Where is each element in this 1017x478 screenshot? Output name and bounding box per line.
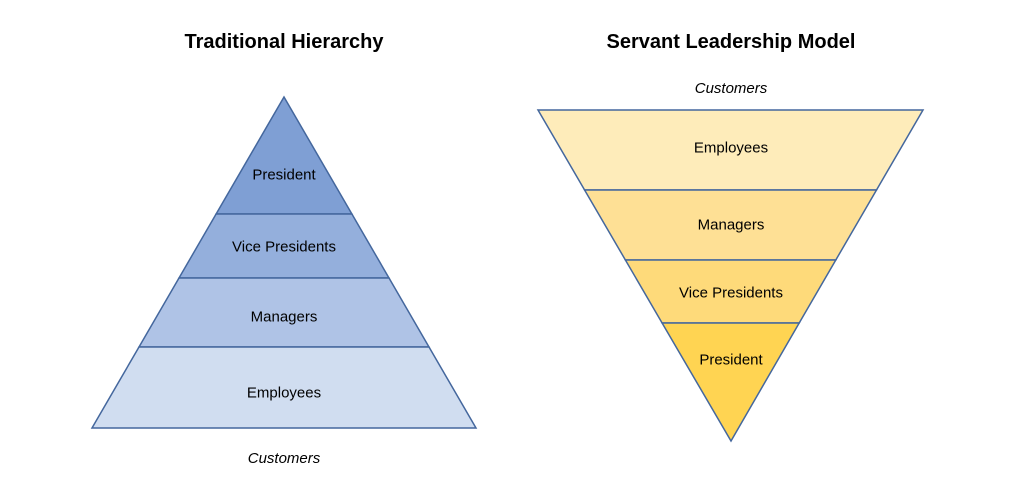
traditional-pyramid xyxy=(90,95,478,429)
servant-customers-label: Customers xyxy=(694,80,768,97)
servant-inverted-pyramid xyxy=(536,109,925,443)
inverted-label-vice-presidents: Vice Presidents xyxy=(679,284,783,302)
traditional-hierarchy-title: Traditional Hierarchy xyxy=(184,31,384,53)
pyramid-label-managers: Managers xyxy=(250,308,318,326)
pyramid-label-employees: Employees xyxy=(246,384,322,402)
pyramid-label-president: President xyxy=(252,166,316,184)
inverted-layer-president xyxy=(660,322,801,443)
inverted-label-managers: Managers xyxy=(697,216,765,234)
pyramid-layer-employees xyxy=(90,346,478,429)
pyramid-label-vice-presidents: Vice Presidents xyxy=(232,238,336,256)
inverted-label-employees: Employees xyxy=(693,139,769,157)
inverted-label-president: President xyxy=(699,351,763,369)
traditional-customers-label: Customers xyxy=(247,450,321,467)
pyramid-layer-president xyxy=(214,95,354,215)
servant-leadership-title: Servant Leadership Model xyxy=(606,31,856,53)
